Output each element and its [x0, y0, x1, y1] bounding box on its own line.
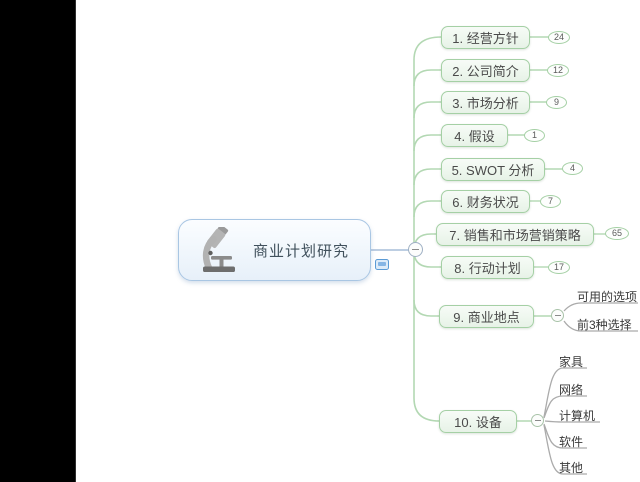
subtopic-computer[interactable]: 计算机 [559, 409, 596, 423]
topic-1-count-badge[interactable]: 24 [548, 31, 570, 44]
topic-3-label: 3. 市场分析 [452, 96, 519, 111]
topic-9-node[interactable]: 9. 商业地点 [439, 305, 534, 328]
subline-9-2 [563, 320, 638, 332]
topic-4-count-badge[interactable]: 1 [524, 129, 545, 142]
letterbox-left [0, 0, 76, 482]
topic-8-count-badge[interactable]: 17 [548, 261, 570, 274]
subtopic-software[interactable]: 软件 [559, 435, 584, 449]
topic-10-label: 10. 设备 [454, 415, 502, 430]
subline-10-5 [543, 424, 587, 475]
branch-trunk-line [413, 36, 442, 422]
topic-10-node[interactable]: 10. 设备 [439, 410, 517, 433]
branch-curve-6 [413, 200, 441, 218]
root-topic-node[interactable]: 商业计划研究 [178, 219, 371, 281]
topic-5-count-badge[interactable]: 4 [562, 162, 583, 175]
topic-1-node[interactable]: 1. 经营方针 [441, 26, 530, 49]
topic-10-collapse-button[interactable] [531, 414, 544, 427]
topic-4-node[interactable]: 4. 假设 [441, 124, 508, 147]
branch-curve-3 [413, 101, 441, 119]
branch-curve-4 [413, 134, 441, 152]
subtopic-furniture[interactable]: 家具 [559, 355, 584, 369]
root-topic-label: 商业计划研究 [253, 242, 350, 260]
topic-2-node[interactable]: 2. 公司简介 [441, 59, 530, 82]
topic-9-label: 9. 商业地点 [453, 310, 520, 325]
branch-curve-5 [413, 168, 441, 186]
topic-5-node[interactable]: 5. SWOT 分析 [441, 158, 545, 181]
note-icon-bar [378, 262, 386, 266]
topic-8-label: 8. 行动计划 [454, 261, 521, 276]
root-collapse-button[interactable] [408, 242, 423, 257]
branch-curve-2 [413, 69, 441, 87]
subtopic-available-options[interactable]: 可用的选项 [577, 290, 638, 304]
topic-5-label: 5. SWOT 分析 [451, 163, 535, 178]
topic-2-count-badge[interactable]: 12 [547, 64, 569, 77]
topic-3-node[interactable]: 3. 市场分析 [441, 91, 530, 114]
microscope-icon [202, 227, 235, 272]
subtopic-top3-choices[interactable]: 前3种选择 [577, 318, 632, 332]
minus-icon [554, 314, 561, 317]
subtopic-other[interactable]: 其他 [559, 461, 584, 475]
topic-8-node[interactable]: 8. 行动计划 [441, 256, 534, 279]
minus-icon [534, 419, 541, 422]
subline-10-4 [543, 423, 587, 449]
topic-6-count-badge[interactable]: 7 [540, 195, 561, 208]
topic-1-label: 1. 经营方针 [452, 31, 519, 46]
subline-9-1 [563, 302, 638, 312]
topic-9-collapse-button[interactable] [551, 309, 564, 322]
subtopic-network[interactable]: 网络 [559, 383, 584, 397]
subline-10-1 [543, 367, 587, 418]
topic-4-label: 4. 假设 [454, 129, 495, 144]
topic-6-node[interactable]: 6. 财务状况 [441, 190, 530, 213]
topic-7-count-badge[interactable]: 65 [605, 227, 629, 240]
subline-10-2 [543, 395, 587, 419]
topic-3-count-badge[interactable]: 9 [546, 96, 567, 109]
topic-7-label: 7. 销售和市场营销策略 [449, 228, 581, 243]
branch-curve-9 [413, 299, 440, 317]
subline-10-3 [544, 420, 600, 423]
topic-7-node[interactable]: 7. 销售和市场营销策略 [436, 223, 594, 246]
note-icon[interactable] [375, 259, 389, 270]
minus-icon [412, 248, 419, 251]
topic-6-label: 6. 财务状况 [452, 195, 519, 210]
topic-2-label: 2. 公司简介 [452, 64, 519, 79]
